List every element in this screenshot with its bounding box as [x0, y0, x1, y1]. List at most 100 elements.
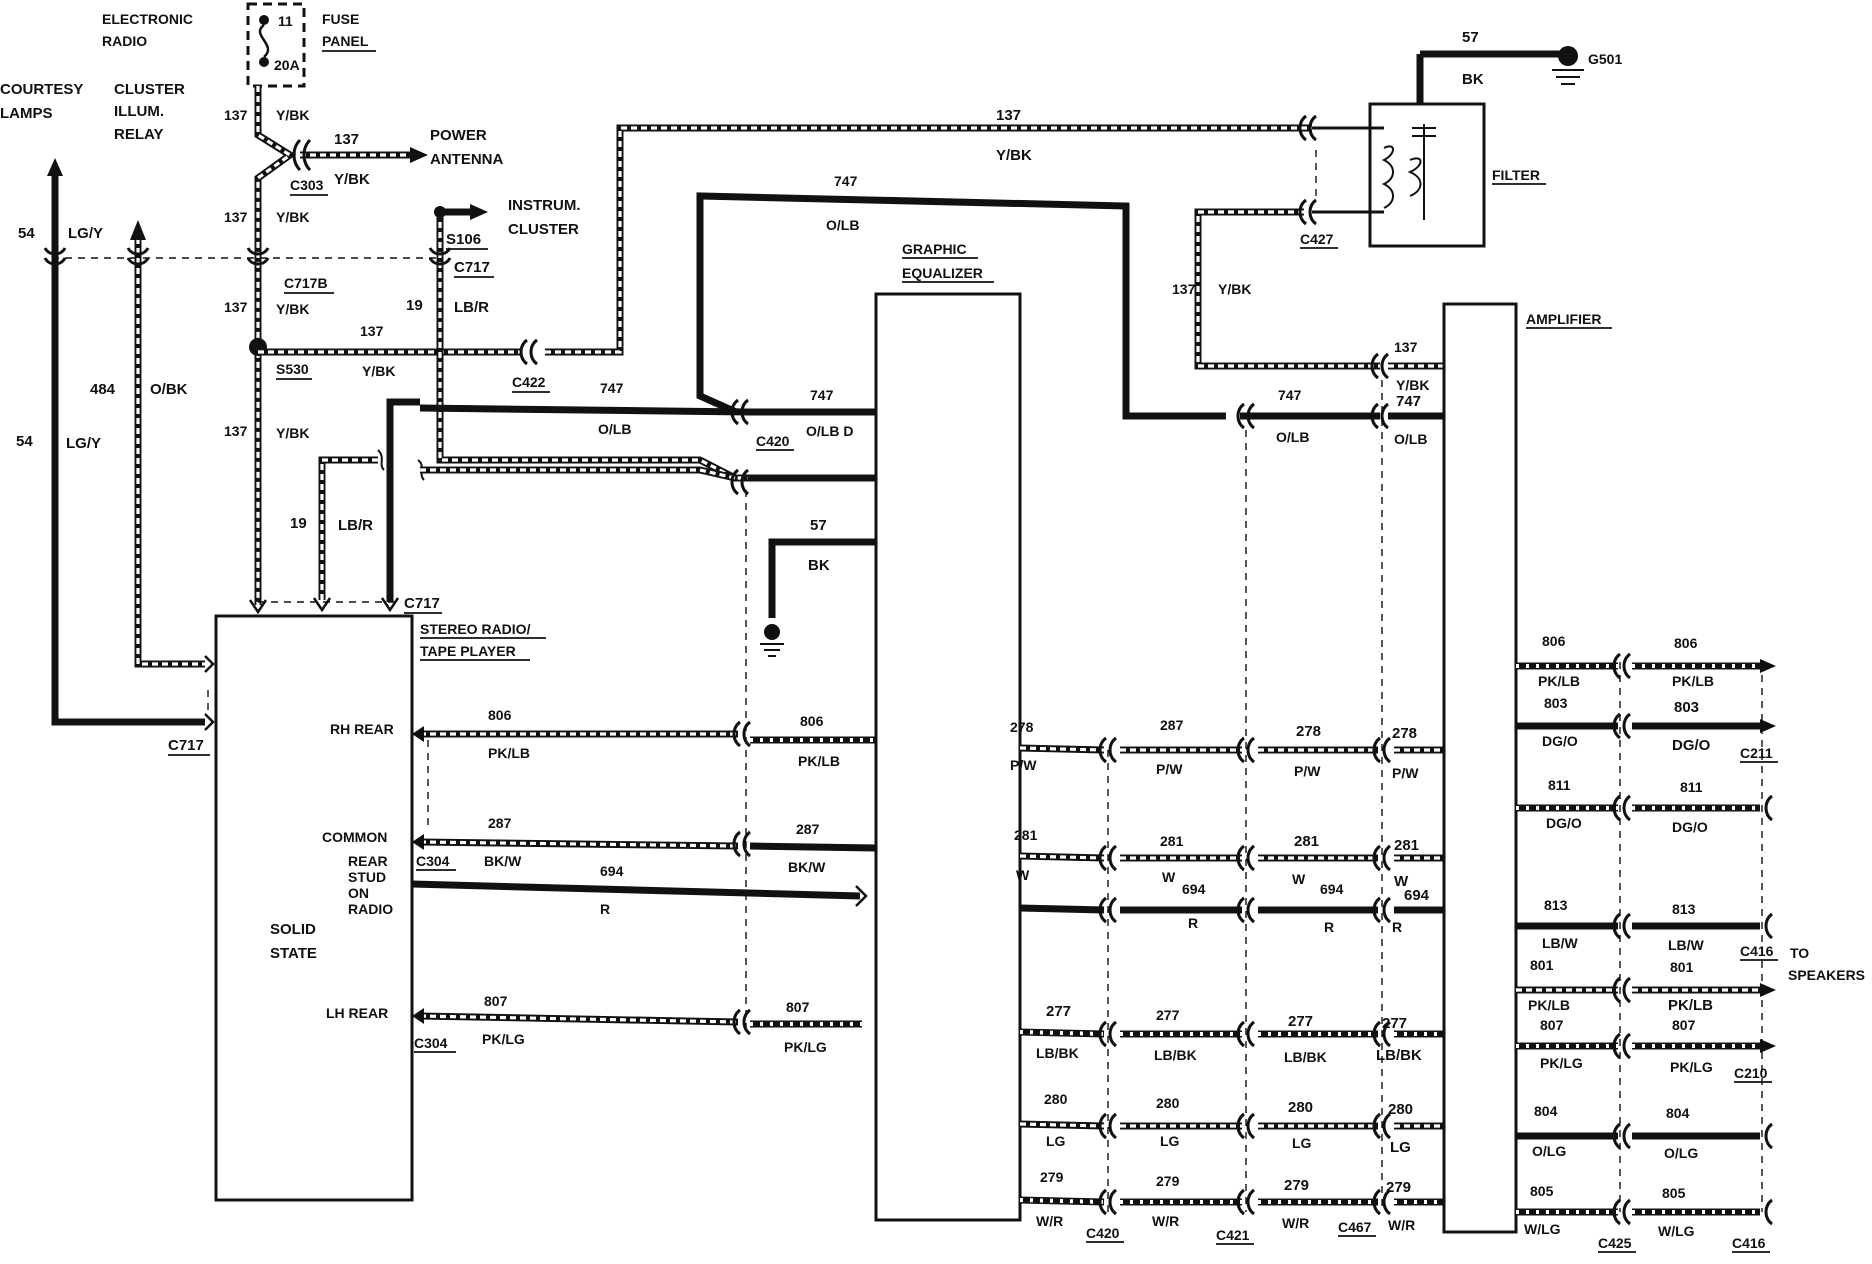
wire-279-1: 279: [1040, 1169, 1064, 1185]
wire-pklg-b: PK/LG: [784, 1039, 827, 1055]
spk-olg-a: O/LG: [1532, 1143, 1566, 1159]
speaker-wire-row: [1516, 1032, 1776, 1060]
s530-label: S530: [276, 361, 309, 377]
wire-bk-eq: BK: [808, 557, 830, 574]
c421-label: C421: [1216, 1227, 1250, 1243]
wire-747-r1: 747: [1278, 387, 1302, 403]
wire-ybk-top: Y/BK: [996, 147, 1032, 164]
c717-left-label: C717: [168, 737, 204, 754]
speaker-wire-row: [1516, 1198, 1774, 1226]
wire-277-2: 277: [1156, 1007, 1180, 1023]
wire-137-top: 137: [996, 107, 1021, 124]
c303-label: C303: [290, 177, 324, 193]
c420-b-label: C420: [1086, 1225, 1120, 1241]
fuse-panel-label-1: FUSE: [322, 11, 359, 27]
c717b-label: C717B: [284, 275, 328, 291]
wire-484-cluster-relay: [126, 220, 215, 673]
c210-label: C210: [1734, 1065, 1768, 1081]
c467-label: C467: [1338, 1219, 1372, 1235]
courtesy-lamps-label-2: LAMPS: [0, 105, 53, 122]
wire-280-4: 280: [1388, 1101, 1413, 1118]
wire-281-2: 281: [1160, 833, 1184, 849]
radio-label-1: STEREO RADIO/: [420, 621, 531, 637]
radio-state-2: STATE: [270, 945, 317, 962]
c427-label: C427: [1300, 231, 1334, 247]
wire-bkw-b: BK/W: [788, 859, 826, 875]
wire-57-eq-ground: [760, 538, 876, 657]
c416-a-label: C416: [1740, 943, 1774, 959]
amplifier-label: AMPLIFIER: [1526, 311, 1601, 327]
spk-806-a: 806: [1542, 633, 1566, 649]
spk-805-b: 805: [1662, 1185, 1686, 1201]
wire-278-1: 278: [1010, 719, 1034, 735]
power-antenna-label-1: POWER: [430, 127, 487, 144]
eq-amp-wire-row: [1019, 844, 1444, 872]
amplifier-box: AMPLIFIER: [1442, 302, 1612, 1234]
c717-radio-label: C717: [404, 595, 440, 612]
cluster-relay-label-2: ILLUM.: [114, 103, 164, 120]
wire-lbbk-3: LB/BK: [1284, 1049, 1327, 1065]
wire-olb-r1: O/LB: [1276, 429, 1309, 445]
wire-wr-4: W/R: [1388, 1217, 1415, 1233]
wire-ybk-d: Y/BK: [276, 425, 309, 441]
radio-lh-rear: LH REAR: [326, 1005, 388, 1021]
equalizer-label-2: EQUALIZER: [902, 265, 983, 281]
spk-801-b: 801: [1670, 959, 1694, 975]
wire-747-loop: [696, 192, 1226, 496]
wire-747-l: 747: [600, 380, 624, 396]
wire-694-radio: [411, 880, 868, 907]
instrument-cluster-label-1: INSTRUM.: [508, 197, 581, 214]
wire-lg-2: LG: [1160, 1133, 1180, 1149]
eq-amp-wires: [1019, 736, 1444, 1216]
wire-olbd-eq: O/LB D: [806, 423, 853, 439]
spk-dgo-a: DG/O: [1542, 733, 1578, 749]
spk-dgo-c: DG/O: [1546, 815, 1582, 831]
wire-280-3: 280: [1288, 1099, 1313, 1116]
c422-label: C422: [512, 374, 546, 390]
wire-pw-1: P/W: [1010, 757, 1037, 773]
wire-278-3: 278: [1296, 723, 1321, 740]
wire-lbbk-2: LB/BK: [1154, 1047, 1197, 1063]
equalizer-label-1: GRAPHIC: [902, 241, 967, 257]
wire-pw-3: P/W: [1294, 763, 1321, 779]
wire-137-c: 137: [224, 299, 248, 315]
equalizer-box: GRAPHIC EQUALIZER: [874, 241, 1022, 1222]
wire-277-3: 277: [1288, 1013, 1313, 1030]
spk-lbw-b: LB/W: [1668, 937, 1705, 953]
spk-pklg-b: PK/LG: [1670, 1059, 1713, 1075]
wire-137-amp: 137: [1394, 339, 1418, 355]
wire-ybk-fuse: Y/BK: [276, 107, 309, 123]
wire-57-eq: 57: [810, 517, 827, 534]
wire-137-feed: [246, 86, 1312, 615]
wire-278-4: 278: [1392, 725, 1417, 742]
c211-label: C211: [1740, 745, 1773, 761]
wire-694-2: 694: [1182, 881, 1206, 897]
instrument-cluster-label-2: CLUSTER: [508, 221, 579, 238]
wire-ybk-antenna: Y/BK: [334, 171, 370, 188]
eq-amp-wire-row: [1019, 1188, 1444, 1216]
eq-amp-wire-row: [1019, 1020, 1444, 1048]
wire-lg-1: LG: [1046, 1133, 1066, 1149]
wire-807-radio: [412, 1008, 862, 1036]
c717-a-label: C717: [454, 259, 490, 276]
speaker-wire-row: [1516, 794, 1774, 822]
filter-box: [1312, 46, 1584, 248]
wire-279-3: 279: [1284, 1177, 1309, 1194]
wire-747-top: 747: [834, 173, 858, 189]
eq-amp-wire-row: [1019, 896, 1444, 924]
spk-pklb-b: PK/LB: [1672, 673, 1714, 689]
speaker-wire-row: [1516, 1122, 1774, 1150]
electronic-radio-label-1: ELECTRONIC: [102, 11, 193, 27]
wire-137-antenna: 137: [334, 131, 359, 148]
s106-label: S106: [446, 231, 481, 248]
wire-137-filter-amp: [1194, 114, 1444, 380]
wire-lg-4: LG: [1390, 1139, 1411, 1156]
wire-287-2: 287: [1160, 717, 1184, 733]
fuse-pin-label: 11: [278, 13, 293, 29]
wire-806-a: 806: [488, 707, 512, 723]
power-antenna-label-2: ANTENNA: [430, 151, 503, 168]
ground-g501-label: G501: [1588, 51, 1622, 67]
spk-pklb-c: PK/LB: [1528, 997, 1570, 1013]
wire-137-fuse: 137: [224, 107, 248, 123]
eq-amp-wire-row: [1019, 736, 1444, 764]
